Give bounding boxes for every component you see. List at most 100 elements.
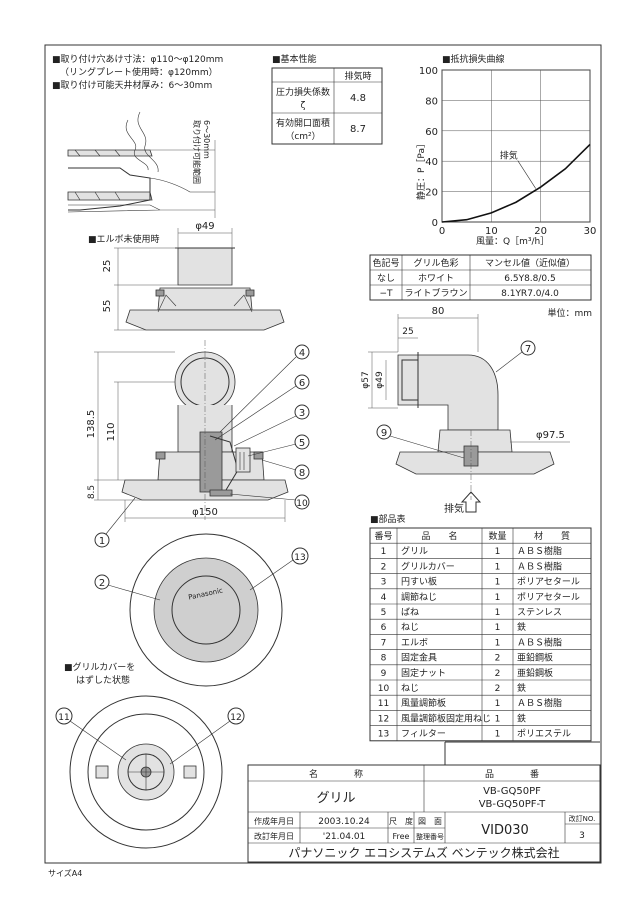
callout-9: 9 bbox=[376, 424, 465, 459]
color-header-munsell: マンセル値（近似値） bbox=[485, 257, 575, 269]
dim-w80: 80 bbox=[432, 306, 445, 317]
parts-table-cell: 鉄 bbox=[517, 621, 526, 633]
parts-table-cell: 1 bbox=[495, 562, 501, 572]
parts-table-cell: グリルカバー bbox=[401, 560, 455, 572]
color-row2-code: −T bbox=[379, 289, 393, 299]
parts-table-cell: 5 bbox=[381, 608, 387, 618]
title-product-number-2: VB-GQ50PF-T bbox=[479, 799, 546, 810]
title-scale-value: Free bbox=[393, 832, 410, 841]
grille-front-view: Panasonic bbox=[129, 533, 283, 687]
parts-table-cell: 固定金具 bbox=[401, 652, 437, 664]
title-created-label: 作成年月日 bbox=[254, 816, 294, 826]
chart-y-tick: 100 bbox=[419, 66, 438, 77]
chart-frame bbox=[441, 69, 591, 223]
svg-text:6: 6 bbox=[299, 378, 305, 389]
parts-table-cell: グリル bbox=[401, 545, 428, 557]
basic-perf-row2-value: 8.7 bbox=[350, 124, 366, 135]
title-revised-label: 改訂年月日 bbox=[254, 831, 294, 841]
callout-5: 5 bbox=[247, 434, 310, 457]
chart-y-tick: 20 bbox=[425, 188, 438, 199]
parts-table-cell: ねじ bbox=[401, 622, 419, 633]
parts-table-cell: 8 bbox=[381, 654, 387, 664]
dim-d97: φ97.5 bbox=[536, 430, 565, 441]
note-ceiling-thickness: ■取り付け可能天井材厚み：6〜30mm bbox=[52, 79, 212, 91]
parts-table-cell: 数量 bbox=[488, 530, 506, 542]
callout-4: 4 bbox=[219, 344, 310, 433]
parts-table-cell: ねじ bbox=[401, 683, 419, 694]
callout-12: 12 bbox=[169, 707, 245, 765]
parts-table-cell: 1 bbox=[495, 593, 501, 603]
note-grille-cover-1: ■グリルカバーを bbox=[64, 661, 135, 673]
color-header-grille: グリル色彩 bbox=[413, 257, 458, 269]
parts-table-cell: 11 bbox=[378, 699, 389, 709]
title-control-label: 整理番号 bbox=[416, 832, 444, 841]
basic-performance-table: 排気時 圧力損失係数 ζ 4.8 有効開口面積 （cm²） 8.7 bbox=[271, 67, 383, 145]
parts-table-cell: 1 bbox=[495, 638, 501, 648]
parts-table-title: ■部品表 bbox=[370, 513, 406, 525]
color-header-code: 色記号 bbox=[372, 257, 399, 269]
parts-table-cell: 材 質 bbox=[534, 530, 570, 542]
parts-table-cell: 亜鉛鋼板 bbox=[517, 652, 553, 664]
title-number-header: 品 番 bbox=[485, 768, 539, 780]
parts-table-cell: 6 bbox=[381, 623, 387, 633]
chart-ylabel: 静圧：P［Pa］ bbox=[415, 139, 427, 200]
parts-table-cell: ステンレス bbox=[517, 607, 562, 618]
title-block: 名 称 品 番 グリル VB-GQ50PF VB-GQ50PF-T 作成年月日 … bbox=[247, 741, 601, 863]
basic-perf-row1-label1: 圧力損失係数 bbox=[276, 86, 330, 98]
grille-cover-removed-view bbox=[69, 695, 223, 849]
parts-table-cell: 12 bbox=[378, 714, 389, 724]
note-grille-cover-2: はずした状態 bbox=[76, 674, 130, 686]
chart-y-tick: 40 bbox=[425, 157, 438, 168]
svg-text:8: 8 bbox=[299, 468, 305, 479]
svg-text:9: 9 bbox=[381, 428, 387, 439]
parts-table-cell: 1 bbox=[495, 730, 501, 740]
callout-10: 10 bbox=[229, 493, 310, 510]
parts-table-cell: エルボ bbox=[401, 637, 428, 648]
title-created-date: 2003.10.24 bbox=[318, 817, 370, 827]
main-section-view: 138.5 110 8.5 φ150 bbox=[86, 340, 289, 522]
callout-11: 11 bbox=[55, 707, 127, 761]
callout-13: 13 bbox=[249, 547, 309, 591]
parts-table-cell: 1 bbox=[495, 578, 501, 588]
color-row1-color: ホワイト bbox=[418, 273, 454, 284]
chart-x-tick: 0 bbox=[439, 226, 445, 237]
callout-3: 3 bbox=[233, 404, 310, 447]
exhaust-label: 排気 bbox=[444, 502, 464, 515]
parts-table-cell: 9 bbox=[381, 669, 387, 679]
svg-text:2: 2 bbox=[99, 578, 105, 589]
parts-table-cell: 円すい板 bbox=[401, 576, 437, 588]
chart-y-tick: 0 bbox=[432, 218, 438, 229]
parts-table-cell: 鉄 bbox=[517, 682, 526, 694]
basic-perf-header-exhaust: 排気時 bbox=[344, 70, 371, 82]
parts-table-cell: 4 bbox=[381, 593, 387, 603]
basic-perf-row2-label1: 有効開口面積 bbox=[276, 117, 330, 129]
svg-text:4: 4 bbox=[299, 348, 305, 359]
basic-performance-title: ■基本性能 bbox=[272, 53, 317, 65]
parts-table-cell: 品 名 bbox=[421, 530, 457, 542]
paper-size: サイズA4 bbox=[48, 868, 82, 878]
mount-range-label: 取り付け可能範囲 bbox=[192, 120, 202, 184]
parts-table-cell: ＡＢＳ樹脂 bbox=[517, 636, 562, 648]
dim-h55: 55 bbox=[102, 300, 113, 313]
svg-text:13: 13 bbox=[294, 553, 305, 563]
title-product-name: グリル bbox=[316, 791, 355, 806]
parts-table-cell: 2 bbox=[495, 684, 501, 694]
chart-x-tick: 30 bbox=[584, 226, 597, 237]
title-name-header: 名 称 bbox=[309, 768, 363, 780]
basic-perf-row1-label2: ζ bbox=[301, 101, 306, 111]
chart-xlabel: 風量：Q［m³/h］ bbox=[476, 236, 549, 247]
parts-table-cell: 2 bbox=[495, 669, 501, 679]
parts-table-cell: 2 bbox=[495, 654, 501, 664]
title-company: パナソニック エコシステムズ ベンテック株式会社 bbox=[288, 845, 559, 860]
chart-series-label: 排気 bbox=[500, 150, 518, 162]
parts-table-cell: 7 bbox=[381, 638, 387, 648]
parts-table-cell: 1 bbox=[495, 714, 501, 724]
dim-d49-top: φ49 bbox=[195, 221, 214, 232]
svg-text:7: 7 bbox=[525, 344, 531, 355]
title-drawing-label: 図 面 bbox=[418, 817, 442, 826]
svg-text:12: 12 bbox=[230, 713, 241, 723]
chart-series-leader bbox=[517, 160, 536, 189]
